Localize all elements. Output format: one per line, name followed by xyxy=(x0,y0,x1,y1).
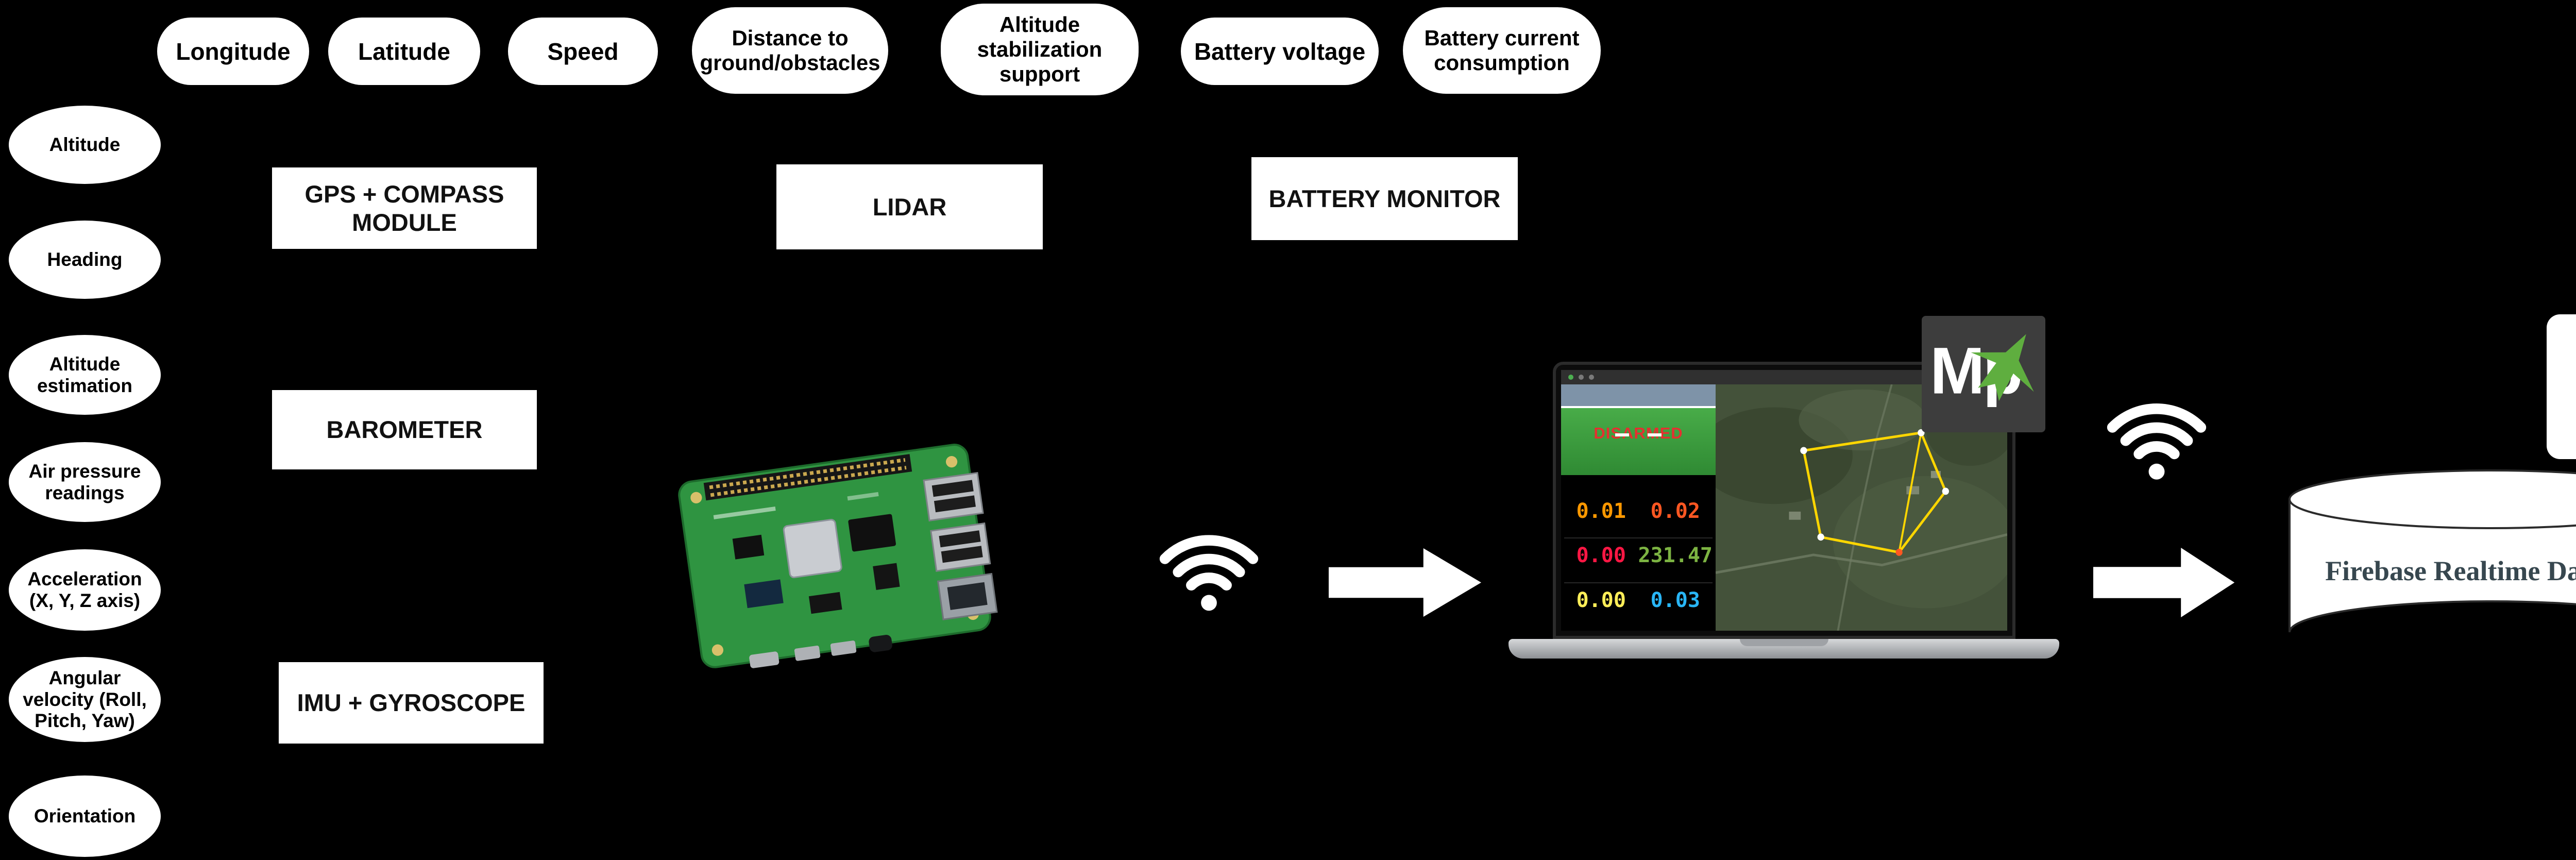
wifi-icon xyxy=(1156,520,1262,618)
module-barometer: BAROMETER xyxy=(272,390,537,469)
module-imu-gyroscope: IMU + GYROSCOPE xyxy=(279,662,544,744)
telemetry-grid: 0.01 0.02 0.00 231.47 0.00 0.03 xyxy=(1561,475,1716,631)
telemetry-value: 0.00 xyxy=(1564,582,1638,612)
laptop-base-notch xyxy=(1739,639,1828,646)
oval-angular-velocity: Angular velocity (Roll, Pitch, Yaw) xyxy=(9,657,161,742)
wifi-icon xyxy=(2104,389,2210,487)
database-cylinder-icon xyxy=(2289,469,2576,633)
telemetry-panel: DISARMED 0.01 0.02 0.00 231.47 0.00 0.03 xyxy=(1561,384,1716,631)
arrow-right-icon xyxy=(1329,544,1482,621)
hud-status-text: DISARMED xyxy=(1561,424,1716,443)
window-dot-icon xyxy=(1568,375,1573,380)
arrow-right-icon xyxy=(2093,544,2235,621)
database-label: Firebase Realtime Database xyxy=(2325,555,2576,586)
laptop-base xyxy=(1509,639,2059,659)
telemetry-value: 0.02 xyxy=(1650,499,1700,523)
hud-sky xyxy=(1561,384,1716,407)
mission-planner-logo: Mp xyxy=(1922,316,2045,432)
module-battery-monitor: BATTERY MONITOR xyxy=(1251,157,1518,240)
pill-longitude: Longitude xyxy=(157,18,309,85)
raspberry-pi-image xyxy=(670,415,1010,696)
oval-altitude: Altitude xyxy=(9,106,161,184)
flight-hud: DISARMED xyxy=(1561,384,1716,475)
window-dot-icon xyxy=(1589,375,1594,380)
module-lidar: LIDAR xyxy=(776,164,1043,249)
hud-horizon-line xyxy=(1561,406,1716,409)
pill-battery-voltage: Battery voltage xyxy=(1181,18,1379,85)
telemetry-value: 231.47 xyxy=(1638,537,1713,567)
firebase-database-cylinder: Firebase Realtime Database xyxy=(2285,466,2576,667)
oval-heading: Heading xyxy=(9,221,161,299)
pill-altitude-stabilization: Altitude stabilization support xyxy=(941,4,1139,95)
pill-battery-current: Battery current consumption xyxy=(1403,7,1601,94)
module-gps-compass: GPS + COMPASS MODULE xyxy=(272,167,537,249)
oval-altitude-estimation: Altitude estimation xyxy=(9,335,161,415)
telemetry-value: 0.00 xyxy=(1564,537,1638,567)
window-dot-icon xyxy=(1579,375,1584,380)
green-plane-icon xyxy=(1971,334,2034,401)
raspberry-pi-board-icon xyxy=(678,444,998,668)
firebase-logo xyxy=(2547,314,2576,459)
pill-speed: Speed xyxy=(508,18,658,85)
telemetry-value: 0.03 xyxy=(1638,582,1713,612)
hud-ground xyxy=(1561,406,1716,475)
oval-air-pressure: Air pressure readings xyxy=(9,442,161,522)
oval-orientation: Orientation xyxy=(9,775,161,857)
telemetry-value: 0.01 xyxy=(1576,499,1626,523)
pill-latitude: Latitude xyxy=(328,18,480,85)
oval-acceleration: Acceleration (X, Y, Z axis) xyxy=(9,549,161,631)
hud-reticle xyxy=(1615,433,1662,437)
pill-distance-to-ground: Distance to ground/obstacles xyxy=(692,7,888,94)
